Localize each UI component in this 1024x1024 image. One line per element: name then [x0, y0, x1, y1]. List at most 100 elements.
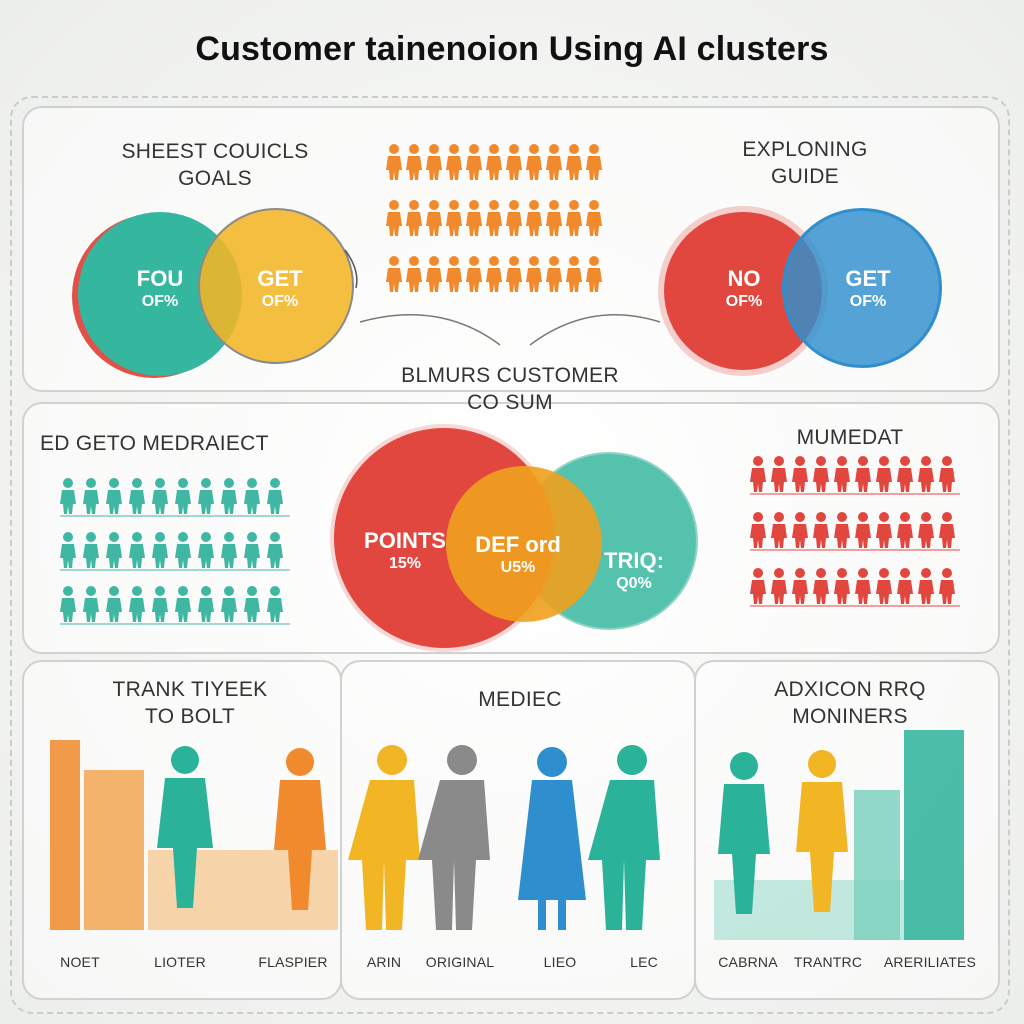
mid-right-grid-person-icon — [813, 568, 829, 604]
top-grid-person-icon — [486, 144, 502, 180]
center-circle-mid-text: DEF ord U5% — [456, 532, 580, 578]
bottom-right-caption-1: CABRNA — [718, 954, 778, 970]
mid-right-grid-person-icon — [876, 568, 892, 604]
page-title: Customer tainenoion Using AI clusters — [195, 30, 829, 68]
bottom-left-caption-1: NOET — [60, 954, 100, 970]
center-label-line2: CO SUM — [467, 391, 553, 414]
top-grid-person-icon — [426, 200, 442, 236]
top-right-circle-a-text: NO OF% — [694, 266, 794, 312]
top-left-circle-a-pct: OF% — [141, 293, 179, 310]
mid-right-grid-person-icon — [939, 512, 955, 548]
mid-right-grid-person-icon — [771, 512, 787, 548]
bottom-left-label-line1: TRANK TIYEEK — [112, 678, 268, 701]
mid-left-grid-person-icon — [267, 532, 283, 568]
top-grid-person-icon — [426, 144, 442, 180]
top-grid-person-icon — [406, 200, 422, 236]
top-right-circle-b-text: GET OF% — [818, 266, 918, 312]
mid-right-grid-person-icon — [750, 456, 766, 492]
mid-left-grid-person-icon — [60, 586, 76, 622]
center-circle-left-pct: 15% — [388, 555, 422, 572]
center-circle-mid-label: DEF ord — [475, 532, 561, 557]
mid-left-grid-person-icon — [244, 532, 260, 568]
mid-right-grid-person-icon — [834, 512, 850, 548]
mid-right-grid-person-icon — [918, 568, 934, 604]
mid-left-grid-person-icon — [221, 586, 237, 622]
top-left-label-line1: SHEEST COUICLS — [121, 140, 309, 163]
mid-right-grid-person-icon — [918, 456, 934, 492]
bottom-right-caption-3: ARERILIATES — [883, 954, 977, 970]
top-grid-person-icon — [466, 256, 482, 292]
top-grid-person-icon — [446, 144, 462, 180]
bottom-left-caption-2: LIOTER — [154, 954, 206, 970]
mid-right-grid-person-icon — [792, 512, 808, 548]
top-grid-person-icon — [546, 144, 562, 180]
mid-right-grid-person-icon — [876, 512, 892, 548]
mid-right-grid-person-icon — [897, 512, 913, 548]
top-grid-person-icon — [566, 200, 582, 236]
top-right-label-line2: GUIDE — [770, 165, 839, 188]
mid-right-grid-person-icon — [918, 512, 934, 548]
top-grid-person-icon — [386, 200, 402, 236]
mid-left-grid-person-icon — [267, 478, 283, 514]
top-left-circle-yellow — [198, 208, 354, 364]
center-circle-yellow — [446, 466, 602, 622]
mid-left-grid-person-icon — [129, 586, 145, 622]
bottom-mid-illustration — [348, 745, 660, 930]
mid-left-grid-person-icon — [175, 586, 191, 622]
bottom-right-person-yellow — [796, 750, 848, 912]
top-grid-person-icon — [546, 200, 562, 236]
mid-right-people-svg — [750, 456, 960, 607]
top-grid-person-icon — [526, 144, 542, 180]
mid-left-grid-person-icon — [221, 478, 237, 514]
top-grid-person-icon — [586, 200, 602, 236]
bar-orange-1 — [50, 740, 80, 930]
top-right-label-line1: EXPLONING — [742, 138, 868, 161]
top-grid-person-icon — [586, 144, 602, 180]
center-circle-right-label: TRIQ: — [604, 548, 664, 573]
bottom-left-label-line2: TO BOLT — [144, 705, 235, 728]
mid-left-grid-person-icon — [129, 532, 145, 568]
mid-left-grid-person-icon — [267, 586, 283, 622]
mid-left-grid-person-icon — [244, 586, 260, 622]
mid-left-grid-person-icon — [175, 478, 191, 514]
connector-left — [359, 314, 501, 346]
top-grid-person-icon — [486, 200, 502, 236]
bar-orange-2 — [84, 770, 144, 930]
top-people-grid — [386, 140, 626, 292]
mid-left-people-svg — [60, 478, 290, 625]
mid-right-grid-person-icon — [813, 456, 829, 492]
mid-right-grid-person-icon — [855, 456, 871, 492]
top-grid-person-icon — [446, 200, 462, 236]
mid-right-grid-person-icon — [855, 568, 871, 604]
mid-left-grid-person-icon — [152, 478, 168, 514]
mid-left-grid-person-icon — [83, 478, 99, 514]
bottom-mid-caption-1: ARIN — [366, 954, 402, 970]
mid-left-grid-person-icon — [152, 586, 168, 622]
center-circle-right-pct: Q0% — [616, 575, 652, 592]
bar-teal-1 — [904, 730, 964, 940]
top-left-label: SHEEST COUICLS GOALS — [70, 138, 360, 192]
top-grid-person-icon — [526, 200, 542, 236]
center-label: BLMURS CUSTOMER CO SUM — [350, 362, 670, 416]
center-circle-left-text: POINTS 15% — [350, 528, 460, 574]
center-label-line1: BLMURS CUSTOMER — [401, 364, 619, 387]
top-grid-person-icon — [466, 200, 482, 236]
mid-left-grid-person-icon — [106, 532, 122, 568]
top-right-circle-a-pct: OF% — [725, 293, 763, 310]
mid-left-grid-person-icon — [106, 478, 122, 514]
mid-left-grid-person-icon — [83, 586, 99, 622]
mid-left-people-grid — [60, 474, 300, 644]
top-grid-person-icon — [506, 256, 522, 292]
top-left-circle-a-label: FOU — [136, 266, 184, 291]
bottom-left-person-teal — [157, 746, 213, 908]
top-right-circle-blue — [782, 208, 942, 368]
top-right-circle-b-pct: OF% — [849, 293, 887, 310]
center-circle-left-label: POINTS — [364, 528, 446, 553]
top-grid-person-icon — [566, 144, 582, 180]
mid-right-grid-person-icon — [834, 456, 850, 492]
top-grid-person-icon — [586, 256, 602, 292]
connector-right — [529, 314, 661, 346]
mid-right-grid-person-icon — [792, 568, 808, 604]
mid-right-grid-person-icon — [876, 456, 892, 492]
